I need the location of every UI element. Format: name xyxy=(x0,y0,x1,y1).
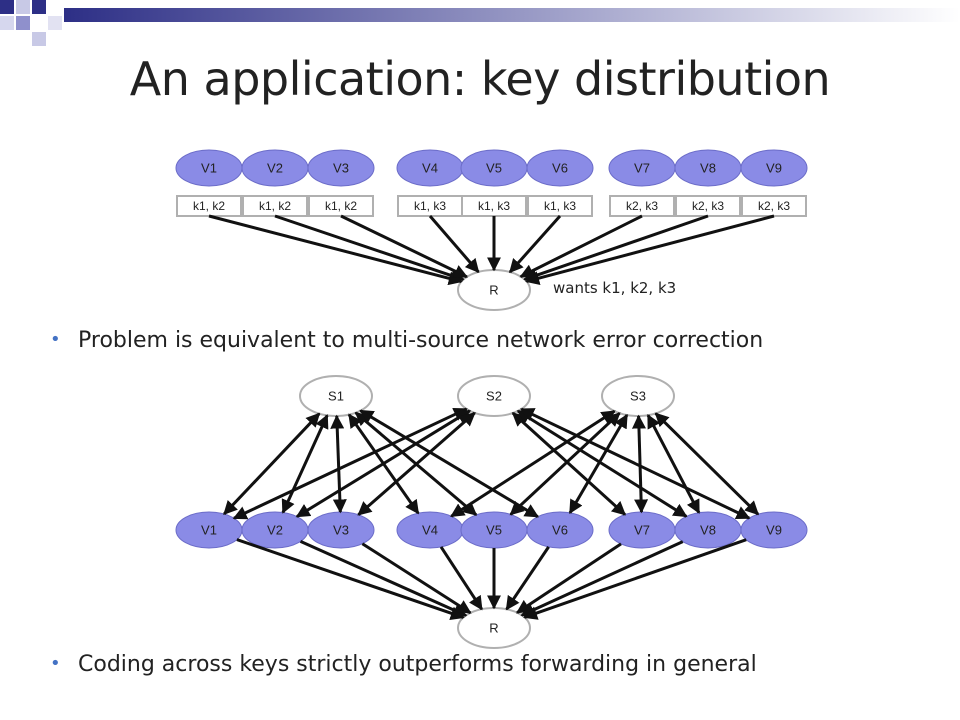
receiver-label: R xyxy=(489,621,498,636)
vertex-to-receiver-arrow xyxy=(361,542,472,615)
vertex-label: V5 xyxy=(486,523,502,538)
vertex-label: V7 xyxy=(634,523,650,538)
network-error-correction-diagram xyxy=(175,375,808,649)
vertex-label: V4 xyxy=(422,523,438,538)
key-to-receiver-arrow xyxy=(508,215,562,274)
bullet-item: • Coding across keys strictly outperforms… xyxy=(50,652,757,677)
key-label: k1, k3 xyxy=(544,199,576,213)
key-distribution-diagram xyxy=(175,149,808,311)
vertex-label: V6 xyxy=(552,161,568,176)
source-vertex-arrow xyxy=(520,407,751,520)
vertex-to-receiver-arrow xyxy=(299,540,468,617)
bullet-marker: • xyxy=(50,329,61,350)
vertex-to-receiver-arrow xyxy=(523,538,747,620)
source-vertex-arrow xyxy=(516,409,688,518)
vertex-label: V6 xyxy=(552,523,568,538)
vertex-label: V5 xyxy=(486,161,502,176)
key-to-receiver-arrow xyxy=(428,215,480,274)
vertex-node xyxy=(307,149,375,187)
key-to-receiver-arrow xyxy=(525,214,775,285)
key-label: k1, k2 xyxy=(193,199,225,213)
vertex-label: V1 xyxy=(201,523,217,538)
vertex-node xyxy=(740,511,808,549)
vertex-label: V3 xyxy=(333,523,349,538)
key-label: k2, k3 xyxy=(626,199,658,213)
source-vertex-arrow xyxy=(631,414,649,514)
key-label: k2, k3 xyxy=(692,199,724,213)
key-to-receiver-arrow xyxy=(274,214,465,283)
vertex-to-receiver-arrow xyxy=(505,546,550,611)
source-vertex-arrow xyxy=(359,409,539,518)
bullet-item: • Problem is equivalent to multi-source n… xyxy=(50,328,763,353)
source-label: S1 xyxy=(328,389,344,404)
vertex-label: V7 xyxy=(634,161,650,176)
vertex-node xyxy=(740,149,808,187)
bullet-text: Problem is equivalent to multi-source ne… xyxy=(78,328,764,353)
source-label: S3 xyxy=(630,389,646,404)
source-vertex-arrow xyxy=(232,407,468,520)
vertex-node xyxy=(526,149,594,187)
vertex-label: V8 xyxy=(700,161,716,176)
source-vertex-arrow xyxy=(450,409,616,518)
bullet-text: Coding across keys strictly outperforms … xyxy=(78,652,757,677)
vertex-label: V9 xyxy=(766,523,782,538)
vertex-label: V2 xyxy=(267,523,283,538)
vertex-label: V1 xyxy=(201,161,217,176)
vertex-label: V2 xyxy=(267,161,283,176)
source-vertex-arrow xyxy=(568,413,629,515)
key-label: k1, k2 xyxy=(325,199,357,213)
source-vertex-arrow xyxy=(330,414,347,514)
vertex-to-receiver-arrow xyxy=(439,546,483,611)
vertex-label: V9 xyxy=(766,161,782,176)
key-label: k1, k3 xyxy=(414,199,446,213)
vertex-label: V8 xyxy=(700,523,716,538)
vertex-label: V3 xyxy=(333,161,349,176)
bullet-marker: • xyxy=(50,653,61,674)
receiver-label: R xyxy=(489,283,498,298)
key-label: k1, k3 xyxy=(478,199,510,213)
key-to-receiver-arrow xyxy=(208,214,463,286)
vertex-to-receiver-arrow xyxy=(236,538,465,620)
key-label: k2, k3 xyxy=(758,199,790,213)
receiver-note: wants k1, k2, k3 xyxy=(553,279,676,297)
vertex-to-receiver-arrow xyxy=(520,540,684,617)
key-to-receiver-arrow xyxy=(523,214,709,282)
vertex-label: V4 xyxy=(422,161,438,176)
vertex-to-receiver-arrow xyxy=(515,542,622,614)
corner-decoration xyxy=(0,0,960,46)
source-vertex-arrow xyxy=(654,412,760,516)
slide-title: An application: key distribution xyxy=(129,52,831,106)
key-label: k1, k2 xyxy=(259,199,291,213)
source-label: S2 xyxy=(486,389,502,404)
key-to-receiver-arrow xyxy=(340,214,469,279)
source-vertex-arrow xyxy=(511,411,627,516)
key-to-receiver-arrow xyxy=(519,214,643,278)
